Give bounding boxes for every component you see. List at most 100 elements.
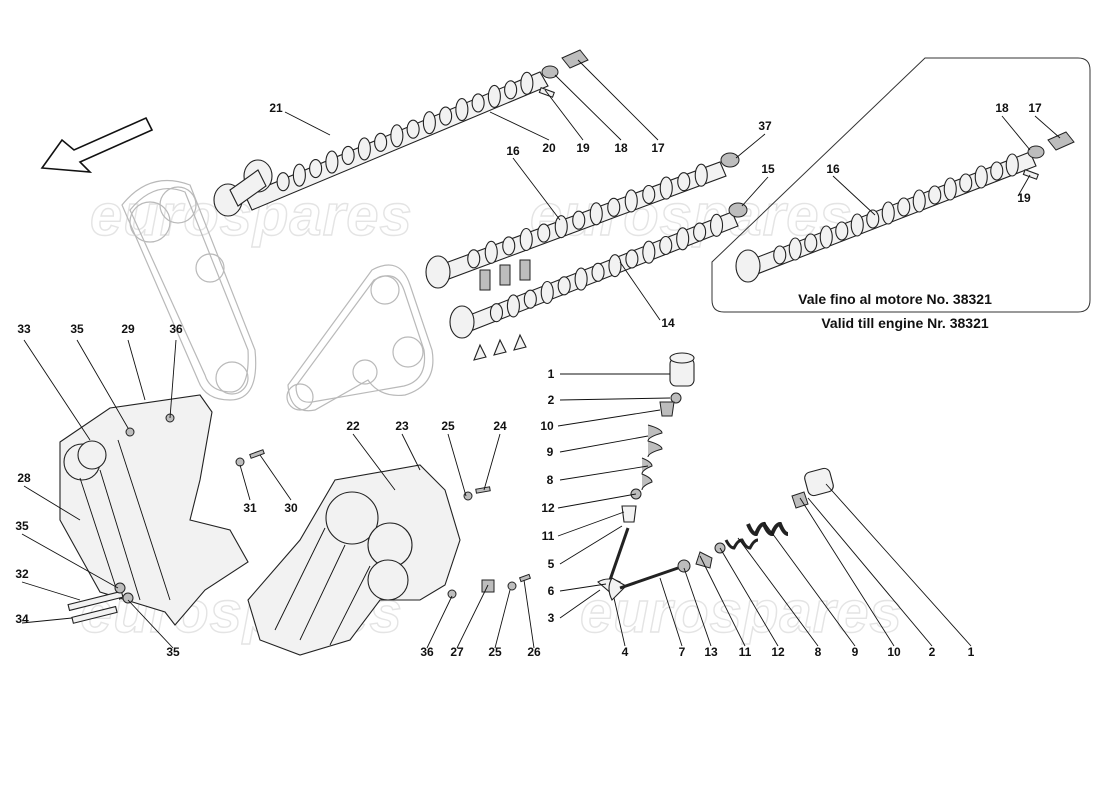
cam-lobe [502,236,516,256]
inset-camshaft [735,131,1075,283]
callout-label: 17 [1028,101,1042,115]
exhaust-camshaft [449,202,748,361]
leader-line [557,409,661,427]
callout-label: 1 [548,367,555,381]
leader-line [1017,174,1031,197]
callout-label: 4 [622,645,629,659]
cam-lobe [487,84,501,108]
cam-lobe [406,119,420,139]
valve-set-icon [473,259,531,361]
leader-line [763,521,856,647]
leader-line [683,567,712,647]
watermark-text: eurospares [580,580,903,645]
inset-box: Vale fino al motore No. 38321 Valid till… [711,57,1091,331]
callout-label: 17 [651,141,665,155]
callout-label: 36 [420,645,434,659]
cam-lobe [537,223,551,243]
callout-label: 16 [506,144,520,158]
leader-line [559,583,607,592]
cam-lobe [897,197,911,217]
leader-line [659,577,683,647]
callout-label: 11 [542,529,555,543]
cam-lobe [574,267,588,291]
cam-lobe [659,176,673,200]
leader-line [619,261,661,321]
leader-line [741,176,769,207]
callout-label: 20 [542,141,556,155]
leader-line [447,433,467,497]
valve-assembly-vertical [597,352,695,595]
cam-lobe [309,159,323,179]
leader-line [489,111,550,141]
callout-label: 7 [679,645,686,659]
callout-label: 25 [441,419,455,433]
cam-sensor-icon [561,49,589,69]
cam-lobe [489,303,504,323]
callout-label: 34 [15,612,29,626]
callout-label: 2 [929,645,936,659]
cam-lobe [990,161,1004,181]
cam-lobe [390,124,404,148]
leader-line [21,581,81,601]
callout-label: 22 [346,419,360,433]
cam-lobe [677,172,691,192]
callout-label: 24 [493,419,507,433]
cam-lobe [788,237,802,261]
callout-label: 25 [488,645,502,659]
leader-line [127,599,174,649]
cam-lobe [276,172,290,192]
callout-label: 12 [541,501,555,515]
front-belt-cover [247,464,532,656]
cam-lobe [912,189,926,213]
retainer-icon [659,401,675,417]
inset-note-line2: Valid till engine Nr. 38321 [821,315,989,331]
leader-line [832,175,876,216]
cam-lobe [642,240,656,264]
leader-line [559,435,649,453]
leader-line [512,157,561,221]
cam-lobe [709,213,724,237]
callout-label: 35 [166,645,180,659]
leader-line [259,454,292,501]
cam-lobe [357,137,371,161]
cam-lobe [624,189,638,213]
leader-line [719,547,779,647]
leader-line [1034,115,1061,139]
callout-label: 5 [548,557,555,571]
leader-line [169,339,177,419]
cam-lobe [819,225,833,249]
leader-line [76,339,129,429]
cam-lobe [422,111,436,135]
cam-lobe [974,165,988,189]
rear-belt-cover [59,394,265,626]
leader-line [699,555,746,647]
guide-icon [621,505,637,523]
cam-lobe [773,245,787,265]
leader-line [577,59,659,141]
shim-icon [670,392,682,404]
cam-lobe [928,185,942,205]
callout-label: 1 [968,645,975,659]
leader-line [456,584,489,649]
callout-label: 23 [395,419,409,433]
cam-lobe [455,97,469,122]
leader-line [127,339,146,401]
cam-lobe [520,71,534,95]
cam-lobe [325,150,339,174]
cam-lobe [589,202,603,226]
cam-lobe [374,132,388,152]
leader-line [239,464,251,501]
callout-label: 11 [739,645,752,659]
leader-line [494,589,511,649]
inset-note-line1: Vale fino al motore No. 38321 [798,291,992,307]
cam-lobe [519,227,533,252]
cam-lobe [625,249,639,269]
leader-line [554,74,622,141]
leader-line [1001,115,1031,151]
callout-label: 8 [815,645,822,659]
cam-lobe [540,280,554,305]
cam-lobe [506,294,520,318]
callout-label: 28 [17,471,31,485]
cam-lobe [659,235,673,256]
